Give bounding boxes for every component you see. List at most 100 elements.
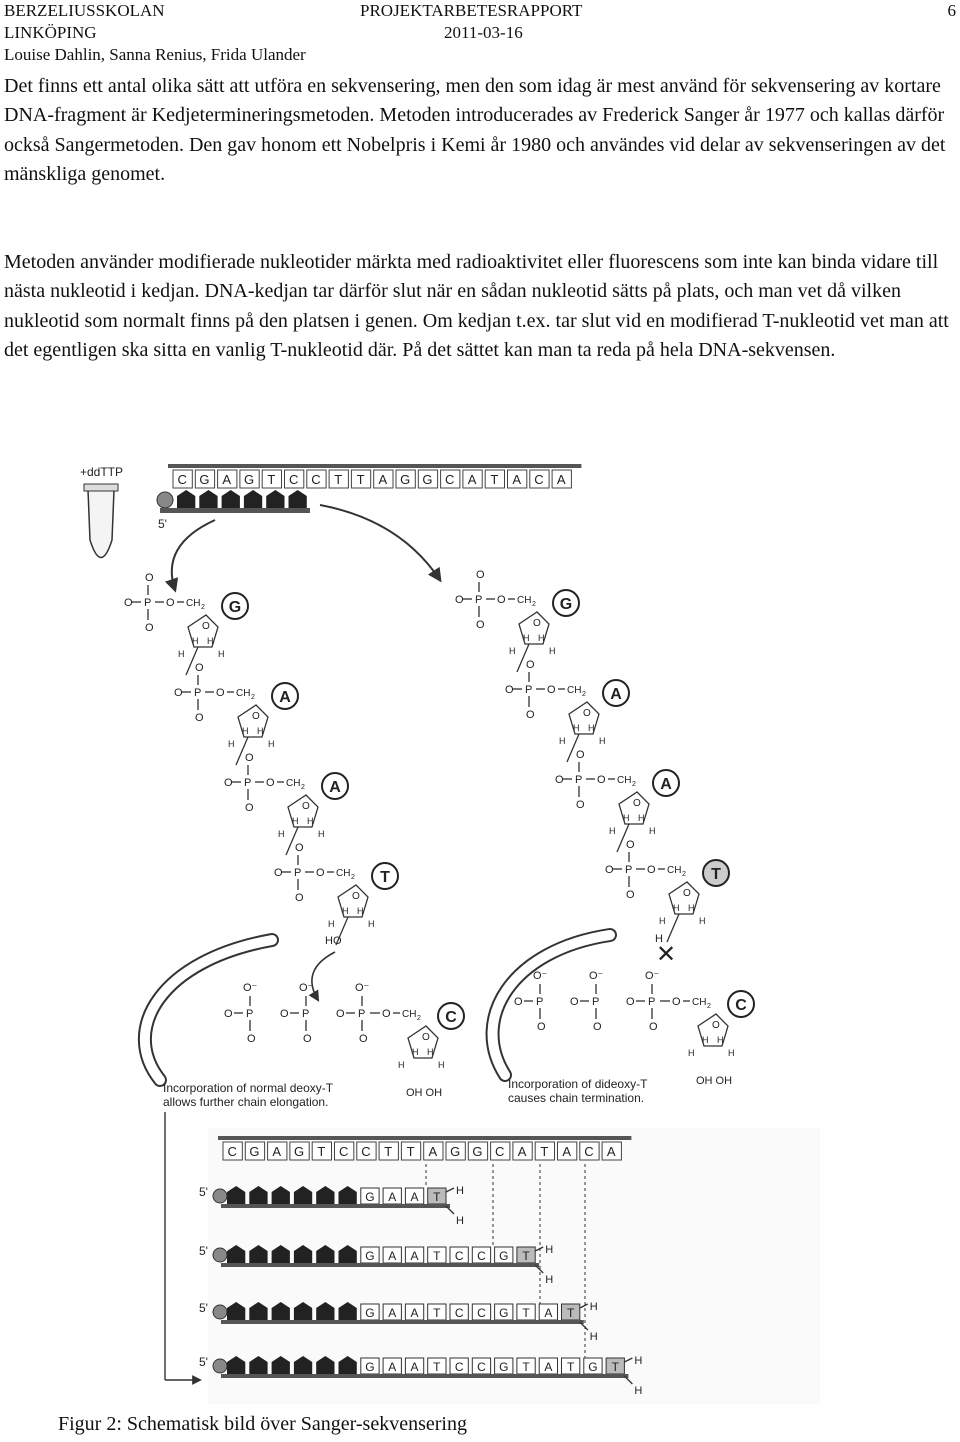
left-chain-nucleotide-a-ch2-sub: 2	[251, 694, 255, 701]
left-chain-nucleotide-a-ring-h: H	[268, 739, 275, 749]
left-chain-nucleotide-a-ring-h: H	[278, 829, 285, 839]
right-chain-nucleotide-g-ring-h: H	[523, 633, 530, 643]
left-chain-nucleotide-a-o-ch2: O	[266, 777, 275, 789]
template-bottom-base: G	[472, 1144, 482, 1159]
right-triphosphate-o: O	[672, 996, 681, 1008]
left-triphosphate-o: O	[280, 1008, 289, 1020]
right-chain-nucleotide-a-p: P	[575, 774, 582, 786]
template-top-base: C	[311, 472, 320, 487]
fragment-3-base: A	[411, 1306, 419, 1320]
right-chain-nucleotide-t-o-top: O	[626, 839, 635, 851]
fragment-4-backbone	[221, 1374, 628, 1378]
left-chain-nucleotide-a-ring-h: H	[292, 816, 299, 826]
right-chain-nucleotide-a-ch2-sub: 2	[632, 781, 636, 788]
left-chain-nucleotide-t-ring-h: H	[342, 906, 349, 916]
right-chain-nucleotide-g-base-letter: G	[560, 596, 572, 613]
right-chain-nucleotide-t-ring-h: H	[699, 916, 706, 926]
fragment-4-h-top: H	[634, 1355, 642, 1367]
right-chain-nucleotide-a-base-letter: A	[610, 686, 622, 703]
right-chain-nucleotide-a-ring-h: H	[649, 826, 656, 836]
fragment-1-base: G	[365, 1190, 374, 1204]
template-top-base: T	[267, 472, 275, 487]
right-chain-nucleotide-a-base-letter: A	[660, 776, 672, 793]
fragment-3-backbone	[221, 1320, 584, 1324]
primer-tooth-top	[177, 490, 195, 508]
left-triphosphate-o: O	[303, 1033, 312, 1045]
right-chain-nucleotide-g-o-ch2: O	[497, 594, 506, 606]
right-chain-nucleotide-g-p: P	[475, 594, 482, 606]
template-top-base: A	[557, 472, 566, 487]
fragment-1-h-bottom: H	[456, 1215, 464, 1227]
right-chain-nucleotide-a-ch2: CH	[617, 775, 631, 786]
primer-dot-top	[157, 492, 173, 508]
template-bottom-base: C	[361, 1144, 370, 1159]
template-bottom-base: T	[384, 1144, 392, 1159]
right-chain-nucleotide-a-ring-o: O	[583, 708, 591, 719]
primer-tooth-top	[266, 490, 284, 508]
template-top-base: C	[445, 472, 454, 487]
primer-tooth-top	[222, 490, 240, 508]
fragment-1-h-top: H	[456, 1185, 464, 1197]
left-triphosphate-ring-h: H	[427, 1047, 434, 1057]
left-triphosphate-o-minus: O⁻	[243, 982, 258, 994]
left-chain-nucleotide-t-ch2: CH	[336, 868, 350, 879]
right-chain-nucleotide-g-o-top: O	[476, 569, 485, 581]
right-triphosphate-o: O	[514, 996, 523, 1008]
left-chain-nucleotide-t-ring-o: O	[352, 891, 360, 902]
left-chain-nucleotide-g-o-top: O	[145, 572, 154, 584]
fragment-4-base: A	[411, 1360, 419, 1374]
right-triphosphate-ring-h: H	[702, 1035, 709, 1045]
right-chain-nucleotide-t-ch2-sub: 2	[682, 871, 686, 878]
fragment-3-base: C	[455, 1306, 464, 1320]
left-triphosphate-o: O	[359, 1033, 368, 1045]
fragment-4-base: T	[612, 1360, 620, 1374]
fragment-3-base: C	[477, 1306, 486, 1320]
left-chain-nucleotide-a-ring-h: H	[318, 829, 325, 839]
right-chain-nucleotide-a-o-ch2: O	[547, 684, 556, 696]
fragment-3-h-bottom: H	[590, 1331, 598, 1343]
left-chain-nucleotide-a-o-bottom: O	[195, 712, 204, 724]
normal-incorporation-caption-1: Incorporation of normal deoxy-T	[163, 1081, 334, 1095]
template-bottom-base: G	[294, 1144, 304, 1159]
left-chain-nucleotide-a-ring-h: H	[242, 726, 249, 736]
test-tube-icon	[88, 490, 114, 558]
left-chain-nucleotide-a-base-letter: A	[279, 689, 291, 706]
fragment-2-h-top: H	[545, 1244, 553, 1256]
fragment-2-base: A	[388, 1249, 396, 1263]
left-chain-nucleotide-g-o-left: O	[124, 597, 133, 609]
template-top-base: T	[334, 472, 342, 487]
left-chain-nucleotide-t-o-ch2: O	[316, 867, 325, 879]
right-chain-nucleotide-t-o-bottom: O	[626, 889, 635, 901]
template-bottom-base: A	[429, 1144, 438, 1159]
right-chain-nucleotide-t-ch2: CH	[667, 865, 681, 876]
fragment-4-five-prime: 5'	[199, 1355, 208, 1369]
reagent-label: +ddTTP	[80, 465, 123, 479]
right-triphosphate-ring-h: H	[717, 1035, 724, 1045]
left-triphosphate-o: O	[224, 1008, 233, 1020]
right-chain-nucleotide-a-o-top: O	[526, 659, 535, 671]
fragment-1-base: A	[388, 1190, 396, 1204]
left-chain-nucleotide-t-ring-h: H	[368, 919, 375, 929]
left-chain-nucleotide-a-o-top: O	[245, 752, 254, 764]
arrow-ho-attack	[312, 952, 335, 1000]
fragment-2-base: C	[455, 1249, 464, 1263]
left-chain-nucleotide-t-ch2-sub: 2	[351, 874, 355, 881]
right-chain-nucleotide-a-ring-h: H	[638, 813, 645, 823]
right-chain-nucleotide-a-o-bottom: O	[526, 709, 535, 721]
left-chain-nucleotide-a-o-ch2: O	[216, 687, 225, 699]
right-chain-nucleotide-g-o-left: O	[455, 594, 464, 606]
right-triphosphate-ring-o: O	[712, 1020, 720, 1031]
template-bottom-base: T	[540, 1144, 548, 1159]
left-chain-nucleotide-a-p: P	[244, 777, 251, 789]
fragment-1-backbone	[221, 1204, 450, 1208]
left-chain-nucleotide-t-ring-h: H	[328, 919, 335, 929]
fragment-4-h-bottom: H	[634, 1385, 642, 1397]
template-top-backbone	[168, 464, 581, 468]
fragment-4-base: T	[433, 1360, 441, 1374]
fragment-4-base: G	[499, 1360, 508, 1374]
left-triphosphate-ring-h: H	[398, 1060, 405, 1070]
right-chain-nucleotide-a-ring-h: H	[588, 723, 595, 733]
template-top-base: G	[422, 472, 432, 487]
right-chain-nucleotide-t-link-down	[667, 914, 679, 942]
right-chain-nucleotide-t-ring-h: H	[673, 903, 680, 913]
